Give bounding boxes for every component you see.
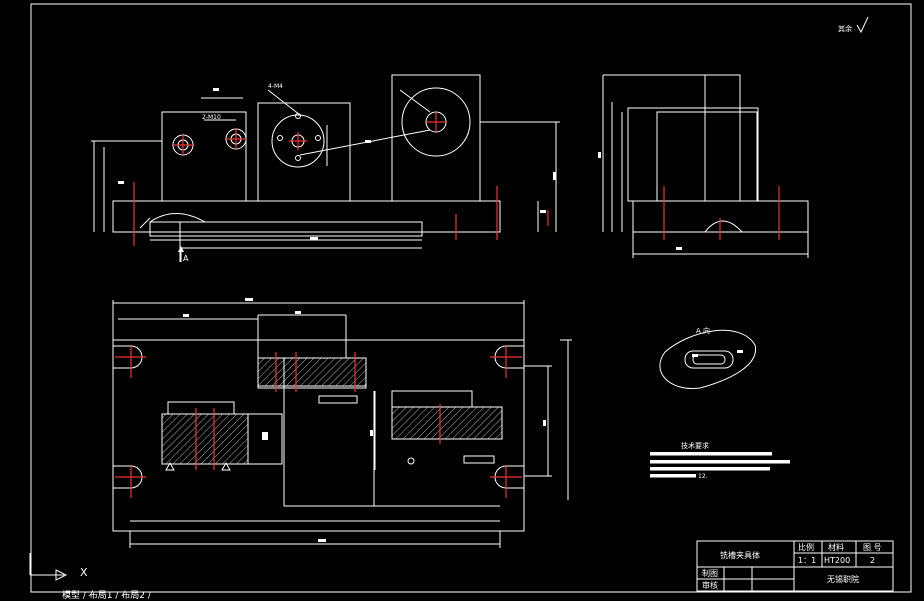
svg-text:技术要求: 技术要求 (681, 441, 709, 450)
top-view-annotations (165, 298, 546, 542)
layout-tabs[interactable]: 模型 / 布局1 / 布局2 / (62, 591, 151, 601)
drafter-label: 制图 (702, 568, 718, 578)
drawing-no-value: 2 (870, 556, 875, 565)
title-block (696, 540, 894, 592)
side-view-centerlines (663, 186, 780, 240)
front-view-annotations: 4-M4 2-M10 A (118, 83, 556, 263)
svg-text:2-M10: 2-M10 (202, 114, 221, 121)
part-name: 铣槽夹具体 (720, 550, 760, 560)
front-view-centerlines (133, 112, 549, 246)
svg-text:4-M4: 4-M4 (268, 83, 283, 90)
scale-value: 1：1 (798, 556, 816, 565)
scale-header: 比例 (798, 542, 814, 552)
title-block-text: 铣槽夹具体 比例 材料 图 号 1：1 HT200 2 制图 审核 无锡职院 (702, 542, 882, 590)
layout-tabs-bar[interactable]: 模型 / 布局1 / 布局2 / (0, 588, 924, 601)
checker-label: 审核 (702, 580, 718, 590)
svg-text:12.: 12. (698, 473, 708, 480)
technical-requirements: 技术要求 12. (650, 441, 790, 480)
drawing-no-header: 图 号 (863, 543, 882, 552)
top-view-centerlines (115, 346, 522, 498)
front-view (91, 74, 560, 262)
material-header: 材料 (828, 542, 844, 552)
school-name: 无锡职院 (827, 574, 859, 584)
roughness-mark: 其余 (838, 16, 869, 34)
drawing-border (30, 3, 912, 593)
ucs-x-label: X (80, 566, 88, 579)
view-a: A 向 (659, 326, 756, 390)
ucs-icon (29, 553, 68, 581)
svg-text:A 向: A 向 (696, 326, 710, 335)
svg-text:A: A (183, 254, 189, 263)
svg-text:其余: 其余 (838, 24, 852, 33)
material-value: HT200 (824, 556, 850, 565)
hatched-sections (161, 357, 503, 465)
side-view (598, 74, 809, 258)
